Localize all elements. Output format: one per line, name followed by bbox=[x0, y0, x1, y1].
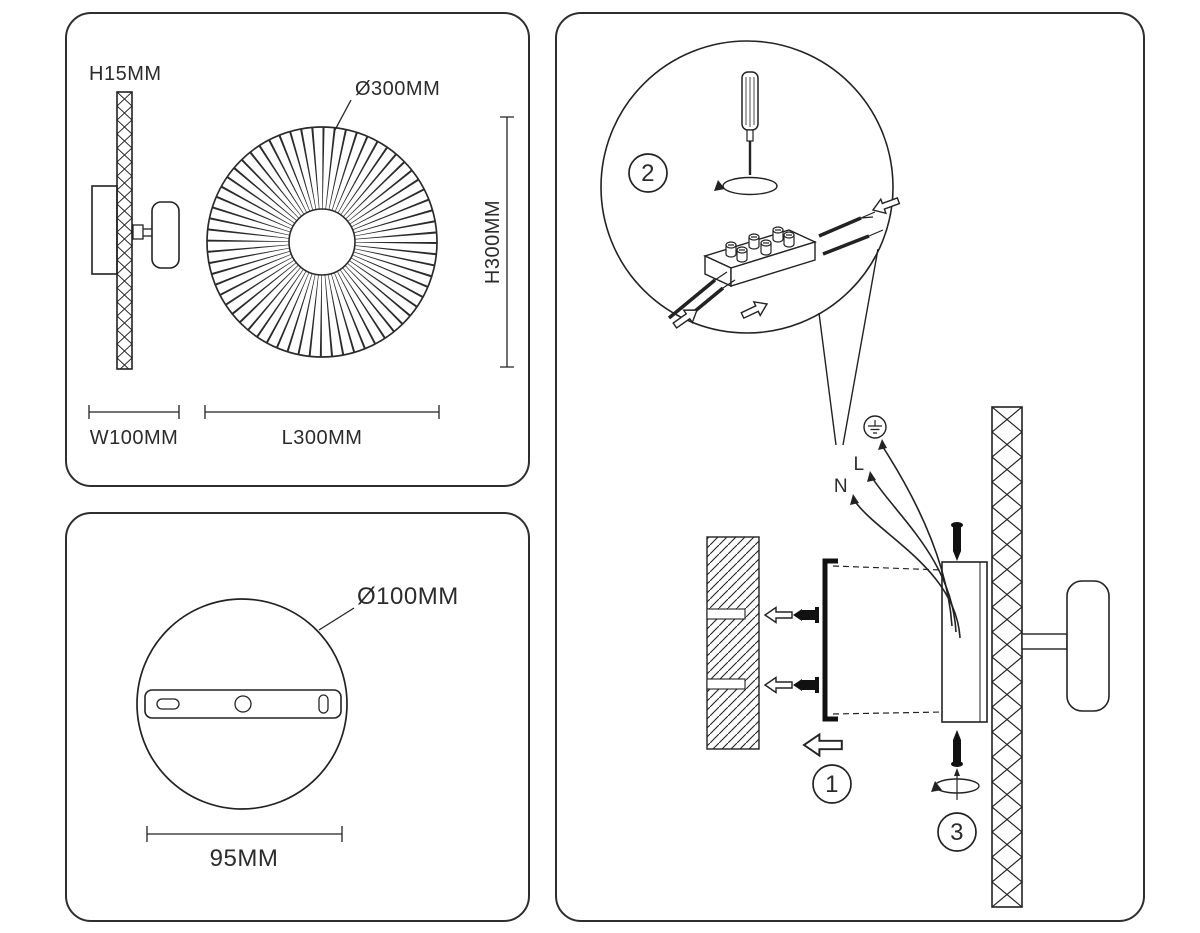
mounting-bracket bbox=[822, 558, 838, 722]
diameter-leader-line bbox=[334, 99, 352, 131]
dimension-height: H300MM bbox=[482, 116, 514, 368]
label-wire-live: L bbox=[853, 454, 864, 475]
lamp-side-view bbox=[91, 91, 180, 370]
pleat-spokes bbox=[207, 127, 437, 357]
rotate-arrow-icon bbox=[931, 768, 980, 800]
mounting-plate-drawing: Ø100MM 95MM bbox=[136, 583, 459, 872]
wall-anchor bbox=[793, 607, 819, 623]
slot-hole bbox=[156, 698, 180, 710]
earth-symbol-icon bbox=[863, 415, 887, 439]
plate-diameter-leader bbox=[318, 607, 355, 631]
supply-wires bbox=[850, 439, 961, 639]
keyhole bbox=[318, 694, 329, 714]
label-shade-length: L300MM bbox=[282, 427, 363, 449]
shade-edge-view bbox=[991, 406, 1023, 908]
dimension-hole-spacing: 95MM bbox=[146, 826, 343, 872]
terminal-screws bbox=[725, 226, 795, 263]
mounting-stem bbox=[132, 224, 144, 240]
screw-top bbox=[951, 522, 963, 561]
label-shade-height: H300MM bbox=[482, 200, 504, 284]
terminal-block bbox=[703, 226, 817, 288]
slide-direction-arrow bbox=[803, 733, 843, 757]
screwdriver-icon bbox=[741, 71, 759, 175]
lamp-dimensions-drawing: H15MM Ø300MM H300MM W100MM bbox=[88, 63, 514, 449]
label-shade-diameter: Ø300MM bbox=[355, 78, 440, 100]
canopy-box bbox=[941, 561, 988, 723]
label-hole-spacing: 95MM bbox=[210, 845, 279, 872]
panel-lamp-dimensions: H15MM Ø300MM H300MM W100MM bbox=[65, 12, 530, 487]
callout-tail bbox=[818, 248, 879, 446]
step-3-badge bbox=[937, 812, 977, 852]
step-1-number: 1 bbox=[825, 771, 839, 798]
center-hub bbox=[288, 208, 356, 276]
projection-lines bbox=[832, 565, 943, 715]
wall-hole bbox=[706, 678, 746, 690]
mount-arm bbox=[1021, 633, 1068, 650]
wire-labels: L N bbox=[834, 415, 887, 497]
wall-cup bbox=[1066, 580, 1110, 712]
mounting-bar bbox=[144, 689, 342, 719]
step-2-number: 2 bbox=[641, 160, 655, 187]
lamp-front-view bbox=[206, 126, 438, 358]
step-2-badge bbox=[628, 153, 668, 193]
wall-section bbox=[706, 536, 760, 750]
screw-bottom bbox=[951, 730, 963, 767]
label-plate-diameter: Ø100MM bbox=[357, 583, 459, 610]
center-hole bbox=[234, 695, 252, 713]
step-3-number: 3 bbox=[950, 819, 964, 846]
dimension-width: W100MM bbox=[88, 405, 180, 449]
label-base-width: W100MM bbox=[90, 427, 179, 449]
wall-anchor bbox=[793, 677, 819, 693]
label-wire-neutral: N bbox=[834, 476, 848, 497]
rotate-arrow-icon bbox=[714, 176, 778, 196]
panel-installation-steps: 2 L N bbox=[555, 12, 1145, 922]
anchor-direction-arrow bbox=[764, 606, 793, 624]
panel-mounting-plate: Ø100MM 95MM bbox=[65, 512, 530, 922]
anchor-direction-arrow bbox=[764, 676, 793, 694]
dimension-length: L300MM bbox=[204, 405, 440, 449]
label-shade-thickness: H15MM bbox=[89, 63, 162, 85]
step-1-badge bbox=[812, 764, 852, 804]
wall-hole bbox=[706, 608, 746, 620]
wall-cup-side bbox=[151, 201, 180, 269]
wiring-callout: 2 bbox=[600, 40, 902, 446]
installation-drawing: 2 L N bbox=[600, 40, 1110, 908]
